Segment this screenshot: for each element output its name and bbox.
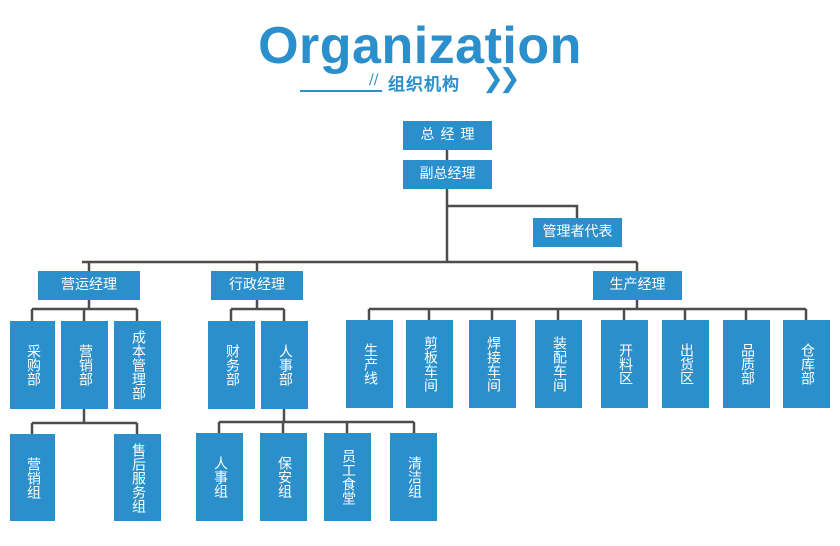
- node-procurement: 采购部: [10, 321, 55, 409]
- node-production-line: 生产线: [346, 320, 393, 408]
- node-finance: 财务部: [208, 321, 255, 409]
- connector-mgmt-rep: [447, 204, 579, 218]
- node-after-sales-group: 售后服务组: [114, 434, 161, 521]
- node-hr: 人事部: [261, 321, 308, 409]
- node-sales-group: 营销组: [10, 434, 55, 521]
- node-marketing: 营销部: [61, 321, 108, 409]
- node-cleaning-group: 清洁组: [390, 433, 437, 521]
- slash-decoration-icon: //: [369, 72, 379, 88]
- node-cost-management: 成本管理部: [114, 321, 161, 409]
- node-staff-canteen: 员工食堂: [324, 433, 371, 521]
- node-cutting-shop: 剪板车间: [406, 320, 453, 408]
- node-operations-manager: 营运经理: [38, 271, 140, 300]
- subtitle-underline: [300, 90, 382, 92]
- node-assembly-shop: 装配车间: [535, 320, 582, 408]
- page-title: Organization: [258, 17, 582, 75]
- node-quality-dept: 品质部: [723, 320, 770, 408]
- node-admin-manager: 行政经理: [211, 271, 303, 300]
- node-shipping-area: 出货区: [662, 320, 709, 408]
- page-subtitle: 组织机构: [388, 75, 460, 95]
- node-security-group: 保安组: [260, 433, 307, 521]
- node-management-representative: 管理者代表: [533, 218, 622, 247]
- node-production-manager: 生产经理: [593, 271, 682, 300]
- node-deputy-general-manager: 副总经理: [403, 160, 492, 189]
- node-warehouse: 仓库部: [783, 320, 830, 408]
- double-chevron-right-icon: ❯❯: [482, 64, 521, 94]
- node-welding-shop: 焊接车间: [469, 320, 516, 408]
- node-personnel-group: 人事组: [196, 433, 243, 521]
- node-general-manager: 总经理: [403, 121, 492, 150]
- node-cutting-area: 开料区: [601, 320, 648, 408]
